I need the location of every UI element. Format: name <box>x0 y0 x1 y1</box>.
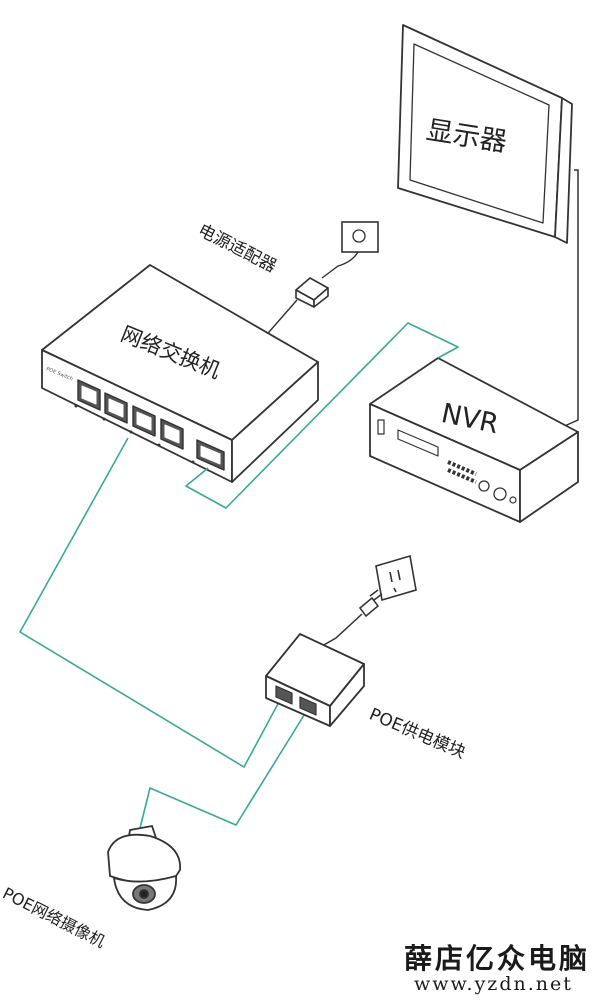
wall-socket-bottom <box>375 554 417 602</box>
monitor-device <box>397 24 573 244</box>
switch-poe-cable <box>19 437 281 768</box>
nvr-device <box>369 357 579 523</box>
monitor-nvr-cable <box>559 169 579 429</box>
poe-camera <box>107 824 181 911</box>
network-switch <box>41 264 319 483</box>
wall-socket-top <box>341 221 379 253</box>
power-plug <box>321 589 383 647</box>
watermark-name: 薛店亿众电脑 <box>404 942 591 975</box>
poe-camera-cable <box>139 711 307 829</box>
power-adapter <box>295 277 329 308</box>
watermark-url: www.yzdn.net <box>414 973 573 995</box>
network-cables <box>19 322 459 829</box>
poe-module <box>265 633 365 727</box>
switch-nvr-cable <box>185 322 459 509</box>
